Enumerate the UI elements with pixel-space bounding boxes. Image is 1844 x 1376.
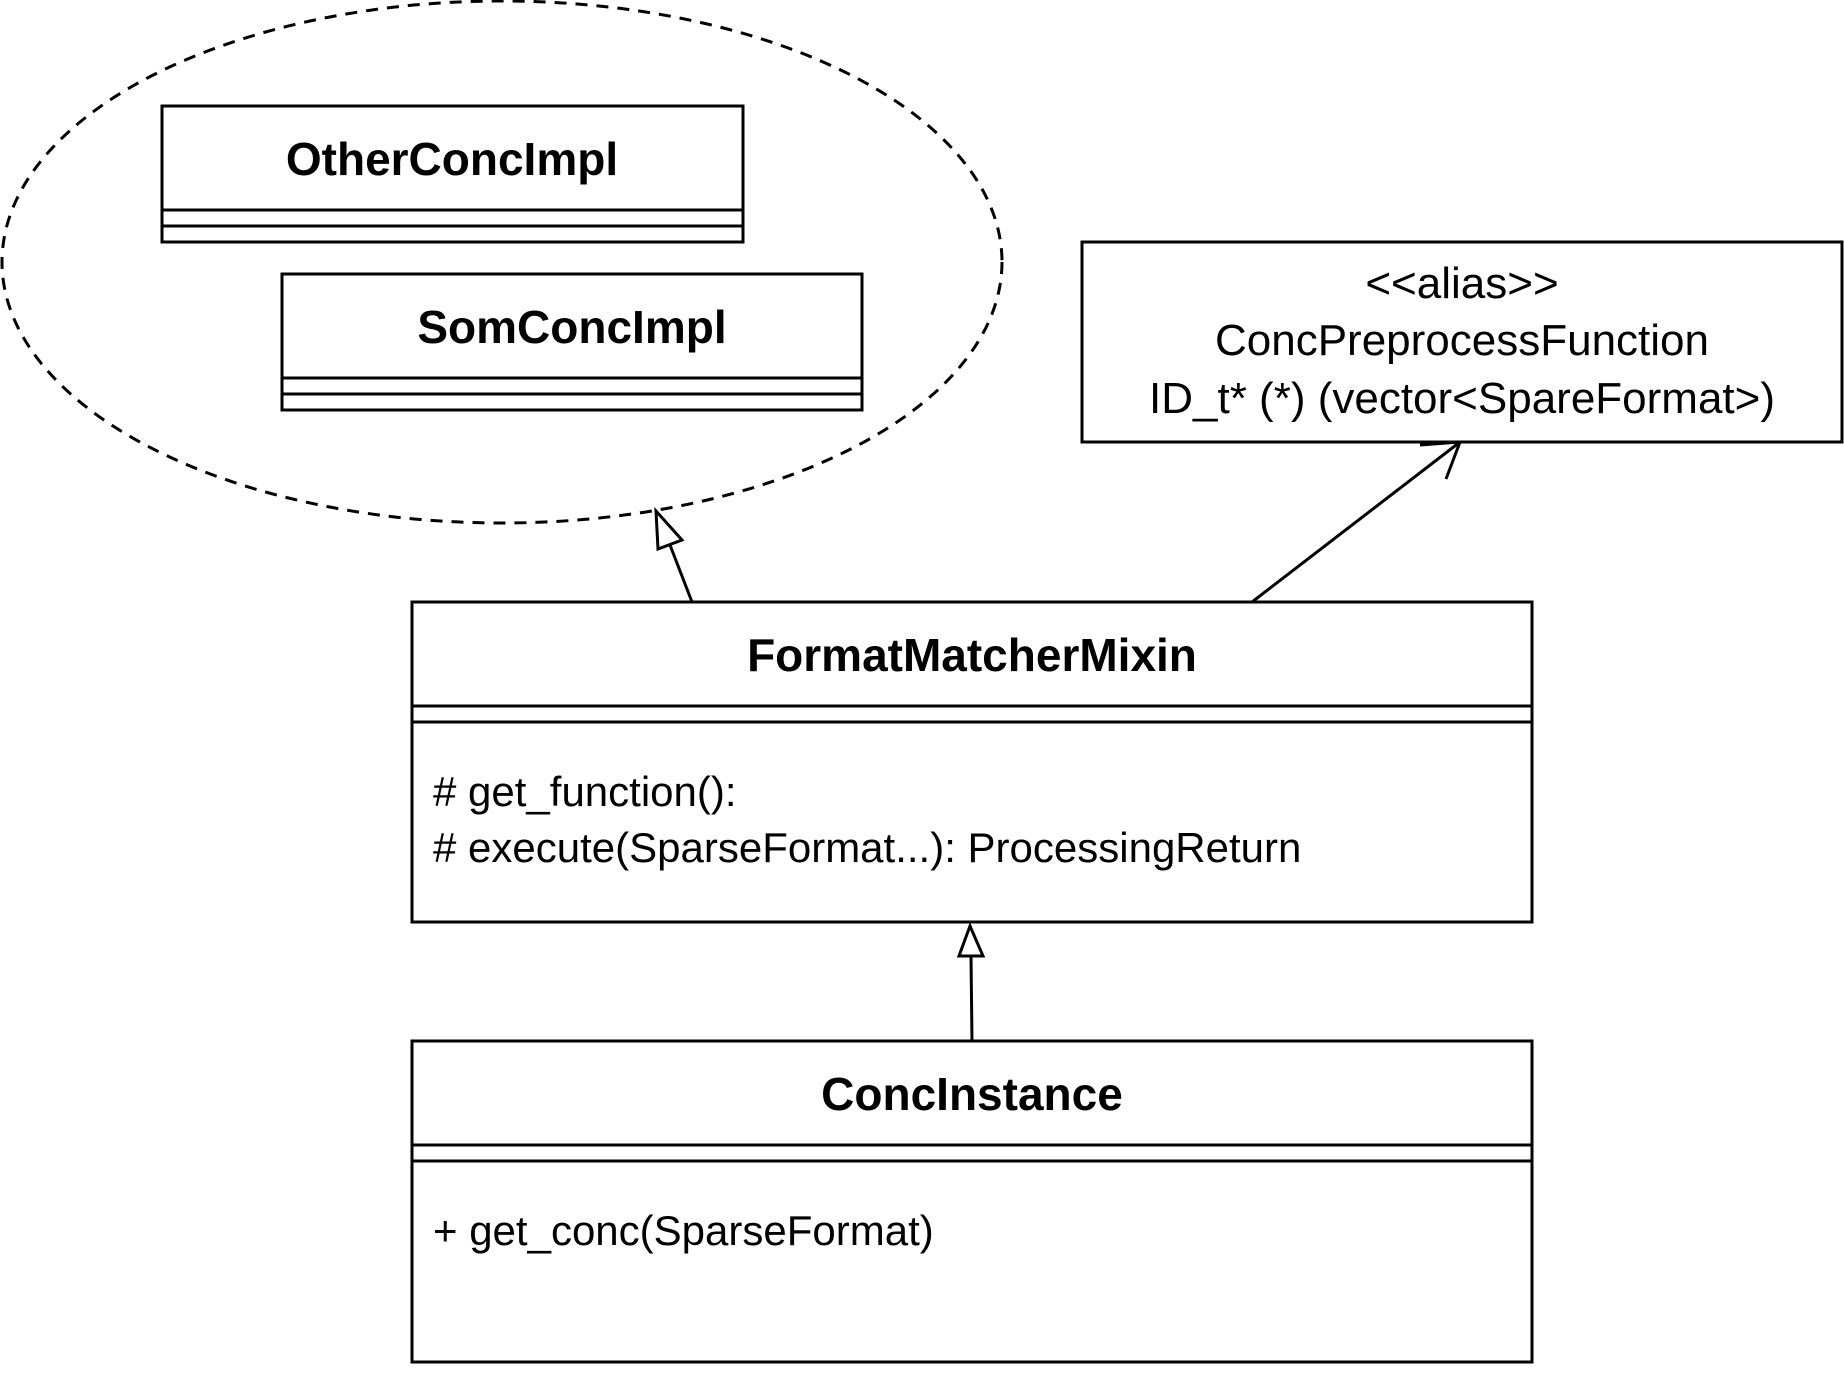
hollow-triangle-arrowhead <box>654 506 685 552</box>
alias-signature: ID_t* (*) (vector<SpareFormat>) <box>1149 374 1775 423</box>
alias-name: ConcPreprocessFunction <box>1215 316 1709 365</box>
method-execute: # execute(SparseFormat...): ProcessingRe… <box>433 824 1301 871</box>
implementation-group-boundary <box>0 0 1004 525</box>
class-name: OtherConcImpl <box>286 133 618 185</box>
open-arrowhead <box>1419 440 1463 480</box>
class-other-conc-impl[interactable]: OtherConcImpl <box>160 104 745 244</box>
method-get-function: # get_function(): <box>433 768 737 815</box>
realization-arrow-mixin-to-group <box>654 506 694 603</box>
association-arrow-mixin-to-alias <box>1251 440 1463 604</box>
class-som-conc-impl[interactable]: SomConcImpl <box>280 272 864 412</box>
alias-conc-preprocess-function[interactable]: <<alias>> ConcPreprocessFunction ID_t* (… <box>1080 240 1844 444</box>
class-name: ConcInstance <box>821 1068 1123 1120</box>
class-conc-instance[interactable]: ConcInstance + get_conc(SparseFormat) <box>410 1039 1534 1364</box>
class-name: SomConcImpl <box>417 301 726 353</box>
class-format-matcher-mixin[interactable]: FormatMatcherMixin # get_function(): # e… <box>410 600 1534 924</box>
inheritance-arrow-instance-to-mixin <box>956 921 986 1042</box>
class-name: FormatMatcherMixin <box>747 629 1197 681</box>
method-get-conc: + get_conc(SparseFormat) <box>433 1207 934 1254</box>
hollow-triangle-arrowhead <box>956 921 986 958</box>
alias-stereotype: <<alias>> <box>1365 259 1558 308</box>
